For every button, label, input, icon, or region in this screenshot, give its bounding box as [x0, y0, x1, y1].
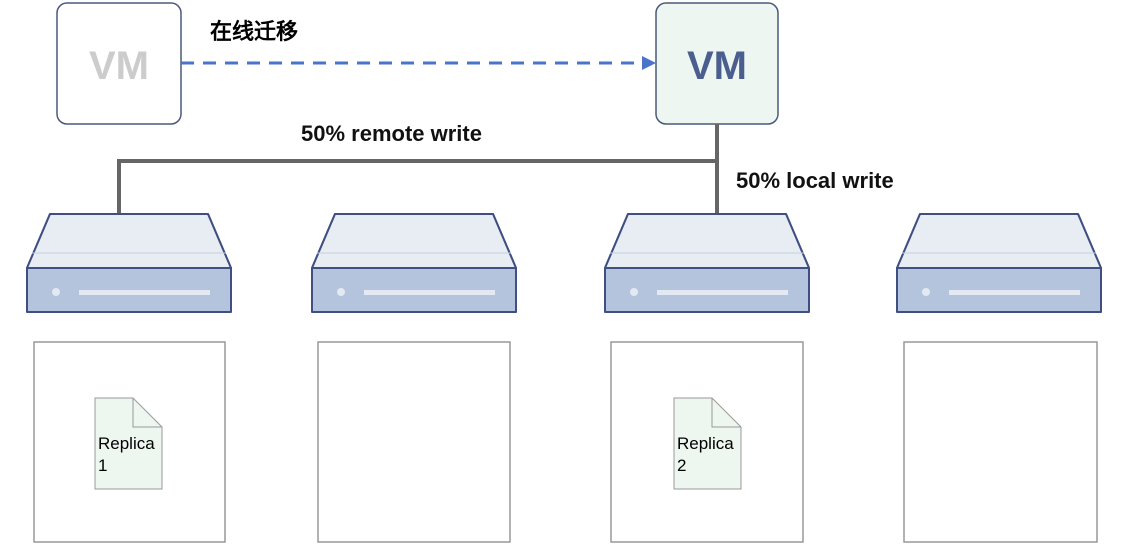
source-vm-label: VM — [89, 44, 149, 88]
replica-1-label-line2: 1 — [98, 456, 107, 475]
local-write-label: 50% local write — [736, 168, 894, 193]
migration-label: 在线迁移 — [210, 19, 298, 44]
document-icon — [673, 397, 742, 490]
replica-1: Replica 1 — [94, 397, 163, 490]
source-vm: VM — [56, 2, 182, 125]
target-vm: VM — [655, 2, 779, 125]
migration-arrow — [181, 56, 656, 70]
replica-2-label-line2: 2 — [677, 456, 686, 475]
replica-2-label-line1: Replica — [677, 434, 734, 453]
server-2 — [311, 213, 517, 313]
server-4 — [896, 213, 1102, 313]
target-vm-label: VM — [687, 44, 747, 88]
server-1 — [26, 213, 232, 313]
remote-write-label: 50% remote write — [301, 121, 482, 146]
storage-4 — [903, 341, 1098, 543]
document-icon — [94, 397, 163, 490]
replica-2: Replica 2 — [673, 397, 742, 490]
storage-2 — [317, 341, 511, 543]
replica-1-label-line1: Replica — [98, 434, 155, 453]
server-3 — [604, 213, 810, 313]
